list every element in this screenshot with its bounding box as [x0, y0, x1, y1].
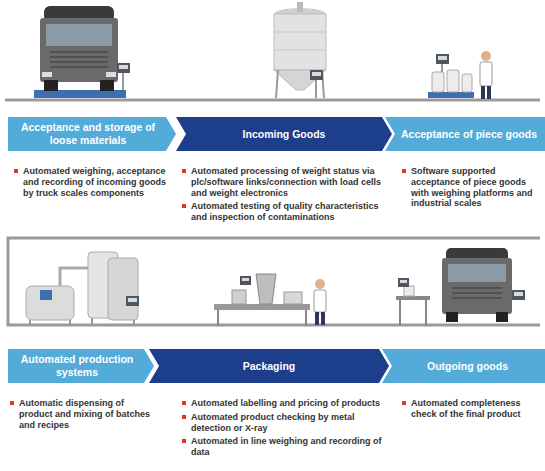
chevron-fill: [382, 349, 545, 383]
truck: [34, 6, 130, 98]
process-band: Packaging: [149, 349, 389, 383]
chevron-fill: [149, 349, 389, 383]
bullet-item: Automatic dispensing of product and mixi…: [10, 398, 150, 430]
bullet-item: Automated labelling and pricing of produ…: [182, 398, 387, 409]
bullet-item: Automated product checking by metal dete…: [182, 412, 387, 434]
packaging-line: [214, 274, 326, 326]
band-heading: Incoming Goods: [176, 128, 392, 141]
bullet-item: Automated processing of weight status vi…: [182, 166, 385, 198]
band-heading: Outgoing goods: [382, 360, 545, 373]
band-heading: Packaging: [149, 360, 389, 373]
piece-goods-scale: [428, 51, 492, 99]
bullet-item: Software supported acceptance of piece g…: [402, 166, 540, 209]
floor-line: [5, 99, 540, 102]
chevron-fill: [8, 117, 176, 151]
band-heading: Automated production systems: [8, 353, 154, 378]
bullet-list: Software supported acceptance of piece g…: [402, 166, 540, 212]
bullet-list: Automated labelling and pricing of produ…: [182, 398, 387, 461]
band-heading: Acceptance and storage of loose material…: [8, 121, 176, 146]
process-band: Incoming Goods: [176, 117, 392, 151]
process-band: Acceptance of piece goods: [385, 117, 545, 151]
process-band: Outgoing goods: [382, 349, 545, 383]
bullet-list: Automated weighing, acceptance and recor…: [14, 166, 170, 201]
chevron-fill: [8, 349, 154, 383]
band-heading: Acceptance of piece goods: [385, 128, 545, 141]
bullet-item: Automated testing of quality characteris…: [182, 201, 385, 223]
silo: [274, 2, 326, 98]
floor-line: [8, 238, 540, 325]
chevron-fill: [176, 117, 392, 151]
bullet-list: Automated completeness check of the fina…: [402, 398, 540, 423]
bullet-item: Automated in line weighing and recording…: [182, 436, 387, 458]
bullet-item: Automated weighing, acceptance and recor…: [14, 166, 170, 198]
production-tanks: [26, 252, 139, 326]
bullet-item: Automated completeness check of the fina…: [402, 398, 540, 420]
process-band: Acceptance and storage of loose material…: [8, 117, 176, 151]
chevron-fill: [385, 117, 545, 151]
process-band: Automated production systems: [8, 349, 154, 383]
bullet-list: Automated processing of weight status vi…: [182, 166, 385, 226]
outgoing-truck: [396, 248, 525, 326]
bullet-list: Automatic dispensing of product and mixi…: [10, 398, 150, 433]
